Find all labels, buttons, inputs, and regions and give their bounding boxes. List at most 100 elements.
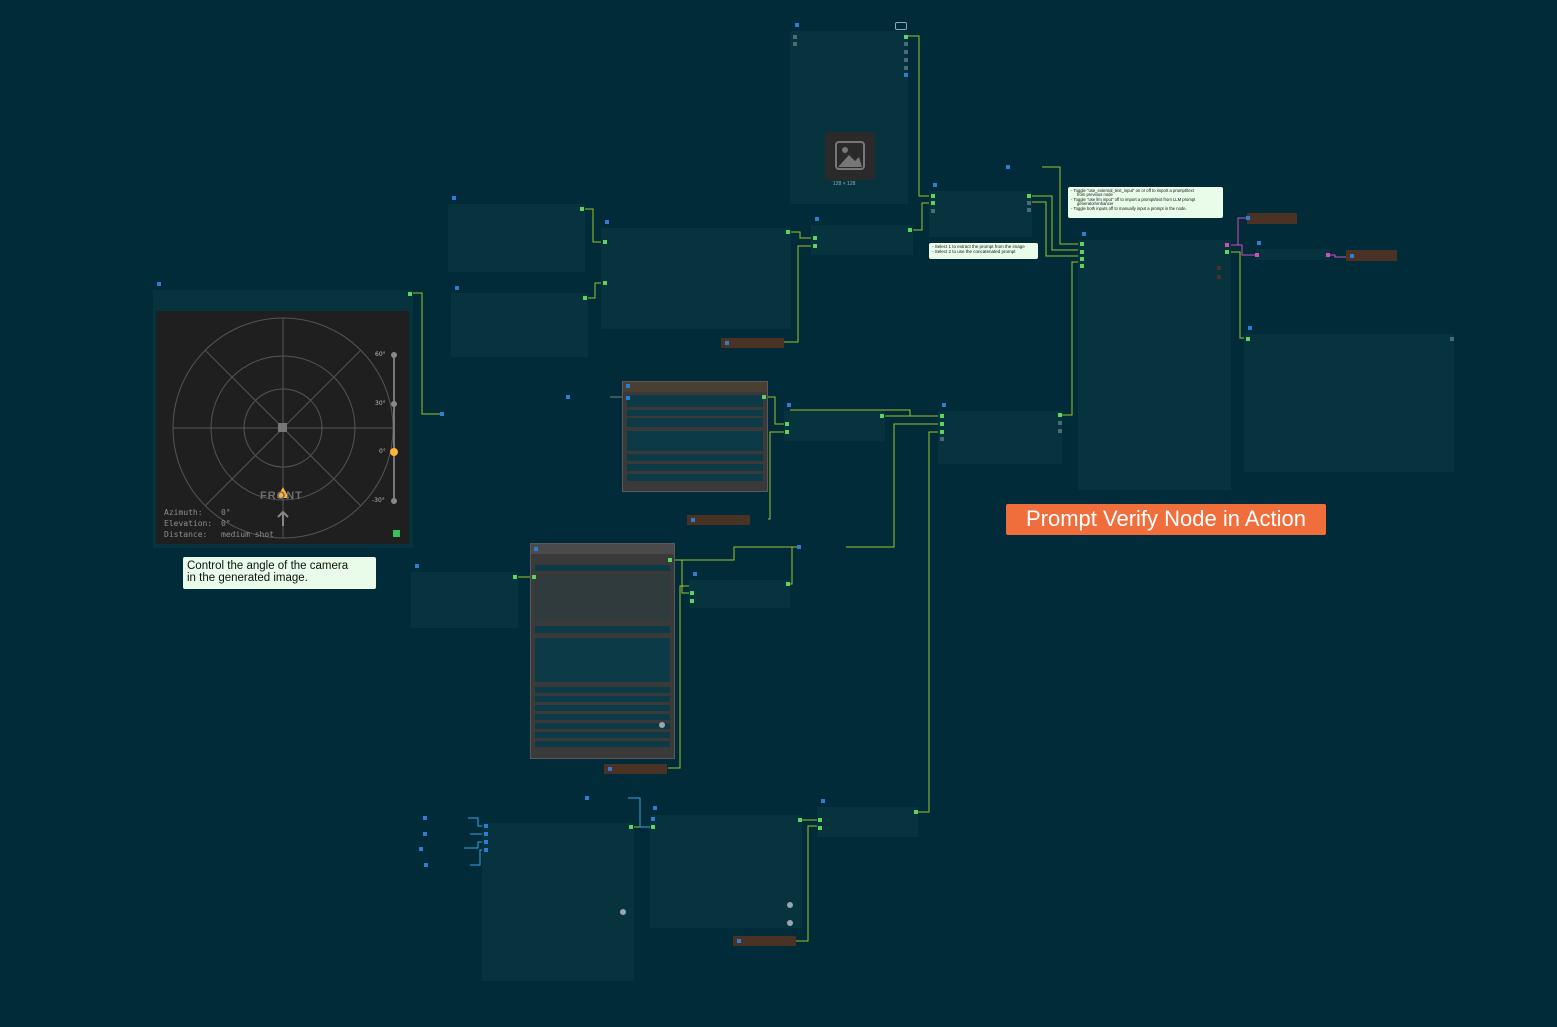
output-pin[interactable] — [908, 228, 912, 232]
output-pin[interactable] — [1058, 413, 1062, 417]
text-switch-node[interactable] — [938, 411, 1062, 464]
input-pin[interactable] — [484, 840, 488, 844]
node-anchor[interactable] — [933, 183, 937, 187]
node-anchor[interactable] — [1257, 241, 1261, 245]
output-pin[interactable] — [1027, 194, 1031, 198]
widget-toggle-dot[interactable] — [620, 909, 626, 915]
input-pin[interactable] — [1080, 257, 1084, 261]
output-pin[interactable] — [583, 296, 587, 300]
llm-generator-node[interactable] — [784, 411, 885, 441]
input-pin[interactable] — [690, 591, 694, 595]
node-anchor[interactable] — [1350, 254, 1354, 258]
llm-settings-node[interactable] — [622, 381, 768, 492]
settings-row[interactable] — [535, 556, 670, 563]
output-pin[interactable] — [1326, 253, 1330, 257]
widget-pin[interactable] — [1217, 266, 1221, 270]
input-pin[interactable] — [793, 35, 797, 39]
settings-row[interactable] — [535, 687, 670, 693]
output-pin[interactable] — [786, 230, 790, 234]
node-anchor[interactable] — [585, 796, 589, 800]
output-pin[interactable] — [880, 414, 884, 418]
node-anchor[interactable] — [821, 799, 825, 803]
node-anchor[interactable] — [1082, 232, 1086, 236]
input-pin[interactable] — [931, 209, 935, 213]
output-pin[interactable] — [1058, 421, 1062, 425]
output-pin[interactable] — [1450, 337, 1454, 341]
input-pin[interactable] — [484, 824, 488, 828]
node-anchor[interactable] — [608, 767, 612, 771]
output-pin[interactable] — [762, 395, 766, 399]
input-pin[interactable] — [1080, 242, 1084, 246]
node-anchor[interactable] — [653, 806, 657, 810]
output-pin[interactable] — [904, 73, 908, 77]
node-anchor[interactable] — [534, 547, 538, 551]
text-node-c[interactable] — [411, 572, 518, 628]
settings-row[interactable] — [627, 464, 763, 471]
reroute-node[interactable] — [733, 936, 796, 946]
input-pin[interactable] — [940, 422, 944, 426]
input-pin[interactable] — [603, 281, 607, 285]
switch-node[interactable] — [811, 225, 913, 255]
output-pin[interactable] — [904, 66, 908, 70]
widget-pin[interactable] — [1217, 275, 1221, 279]
settings-text-area[interactable] — [535, 638, 670, 682]
settings-row[interactable] — [535, 732, 670, 738]
node-anchor[interactable] — [1246, 216, 1250, 220]
prompt-extractor-node[interactable] — [929, 191, 1032, 237]
input-pin[interactable] — [813, 244, 817, 248]
output-pin[interactable] — [580, 207, 584, 211]
node-anchor[interactable] — [566, 395, 570, 399]
input-pin[interactable] — [940, 414, 944, 418]
input-pin[interactable] — [931, 201, 935, 205]
input-pin[interactable] — [626, 396, 630, 400]
input-pin[interactable] — [1255, 253, 1259, 257]
node-anchor[interactable] — [942, 403, 946, 407]
output-pin-image[interactable] — [904, 35, 908, 39]
show-text-node[interactable] — [1244, 334, 1454, 472]
node-anchor[interactable] — [423, 816, 427, 820]
output-pin[interactable] — [904, 50, 908, 54]
text-node-a[interactable] — [448, 204, 585, 272]
reroute-node[interactable] — [604, 764, 667, 774]
settings-row[interactable] — [627, 454, 763, 461]
reroute-node[interactable] — [687, 515, 750, 525]
output-pin[interactable] — [904, 58, 908, 62]
input-pin[interactable] — [818, 818, 822, 822]
output-pin[interactable] — [1058, 429, 1062, 433]
node-anchor[interactable] — [157, 282, 161, 286]
node-anchor[interactable] — [440, 412, 444, 416]
settings-row[interactable] — [627, 410, 763, 416]
reroute-node[interactable] — [721, 338, 784, 348]
node-title-bar[interactable] — [623, 382, 767, 392]
llm-enhancer-node[interactable] — [689, 580, 790, 608]
camera-angle-panel[interactable]: FRONT 60° 30° 0° -30° Azimuth: 0° Elevat… — [156, 311, 409, 544]
output-pin[interactable] — [408, 292, 412, 296]
node-anchor[interactable] — [424, 863, 428, 867]
node-anchor[interactable] — [1006, 165, 1010, 169]
node-anchor[interactable] — [795, 23, 799, 27]
output-pin[interactable] — [914, 810, 918, 814]
node-anchor[interactable] — [605, 220, 609, 224]
node-anchor[interactable] — [787, 403, 791, 407]
node-anchor[interactable] — [455, 286, 459, 290]
input-pin[interactable] — [690, 599, 694, 603]
settings-row[interactable] — [535, 741, 670, 747]
input-pin[interactable] — [651, 825, 655, 829]
widget-toggle-dot[interactable] — [659, 722, 665, 728]
settings-row[interactable] — [535, 696, 670, 702]
node-anchor[interactable] — [725, 341, 729, 345]
prompt-generator-node[interactable] — [530, 543, 675, 759]
reroute-node[interactable] — [1346, 250, 1397, 261]
reroute-node[interactable] — [1247, 213, 1297, 224]
input-pin[interactable] — [484, 848, 488, 852]
settings-row[interactable] — [535, 723, 670, 729]
node-anchor[interactable] — [737, 939, 741, 943]
settings-row[interactable] — [627, 418, 763, 427]
text-node-b[interactable] — [451, 293, 588, 357]
node-anchor[interactable] — [419, 847, 423, 851]
concat-node[interactable] — [601, 228, 791, 329]
node-anchor[interactable] — [693, 572, 697, 576]
node-anchor[interactable] — [415, 564, 419, 568]
input-pin[interactable] — [785, 422, 789, 426]
input-pin[interactable] — [603, 240, 607, 244]
